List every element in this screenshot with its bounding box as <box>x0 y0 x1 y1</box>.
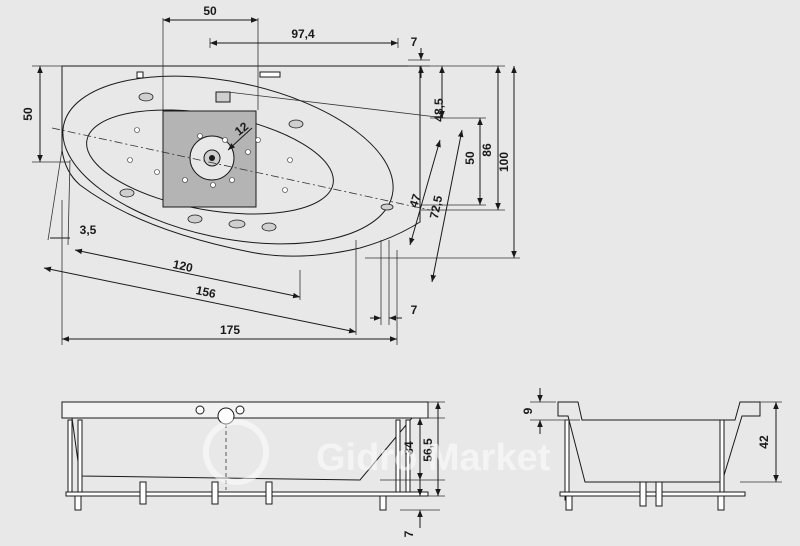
dim-50-right: 50 <box>463 151 477 165</box>
front-view: 34 56,5 7 <box>61 401 445 537</box>
valve-icon <box>235 405 245 415</box>
side-legs <box>559 419 746 511</box>
dim-86: 86 <box>480 143 494 157</box>
watermark-text: Gidro Market <box>316 437 551 479</box>
dim-72-5: 72,5 <box>427 194 446 220</box>
dim-7-front: 7 <box>402 530 416 537</box>
jet-icon <box>380 203 394 211</box>
tub-basin-outer <box>62 75 394 245</box>
front-basin <box>71 417 414 481</box>
dim-120: 120 <box>172 257 195 275</box>
watermark-logo-icon <box>203 419 269 485</box>
center-axis-line <box>51 127 431 211</box>
jet-icon <box>288 119 304 129</box>
jet-icon <box>119 188 135 198</box>
front-rim <box>61 401 429 419</box>
dim-34: 34 <box>402 441 416 455</box>
jet-icon <box>261 222 277 232</box>
dim-50-top: 50 <box>203 4 217 18</box>
dim-42: 42 <box>757 435 771 449</box>
jet-icon <box>228 219 246 229</box>
jets <box>119 92 394 232</box>
air-holes <box>127 127 293 193</box>
dim-48-5: 48,5 <box>432 98 446 122</box>
top-view: 50 97,4 7 48,5 50 86 100 50 <box>21 4 520 345</box>
watermark: Gidro Market <box>203 419 551 485</box>
jet-icon <box>187 214 203 224</box>
dim-3-5: 3,5 <box>80 223 97 237</box>
dim-56-5: 56,5 <box>421 438 435 462</box>
dim-50-left: 50 <box>21 107 35 121</box>
dim-7-top: 7 <box>411 35 418 49</box>
front-legs <box>65 419 429 511</box>
dim-97-4: 97,4 <box>291 27 315 41</box>
side-view: 9 42 <box>521 388 782 511</box>
dim-47: 47 <box>406 192 424 209</box>
dim-7-bottom: 7 <box>411 303 418 317</box>
side-rim <box>557 401 761 483</box>
dim-100: 100 <box>497 152 511 172</box>
drain-center <box>209 155 215 161</box>
control-button <box>136 71 144 79</box>
dim-9: 9 <box>521 407 535 414</box>
overflow-slot <box>259 71 281 78</box>
jet-icon <box>138 92 154 102</box>
dim-175: 175 <box>220 323 240 337</box>
faucet-icon <box>215 91 231 103</box>
valve-icon <box>195 405 205 415</box>
dim-156: 156 <box>195 283 218 301</box>
